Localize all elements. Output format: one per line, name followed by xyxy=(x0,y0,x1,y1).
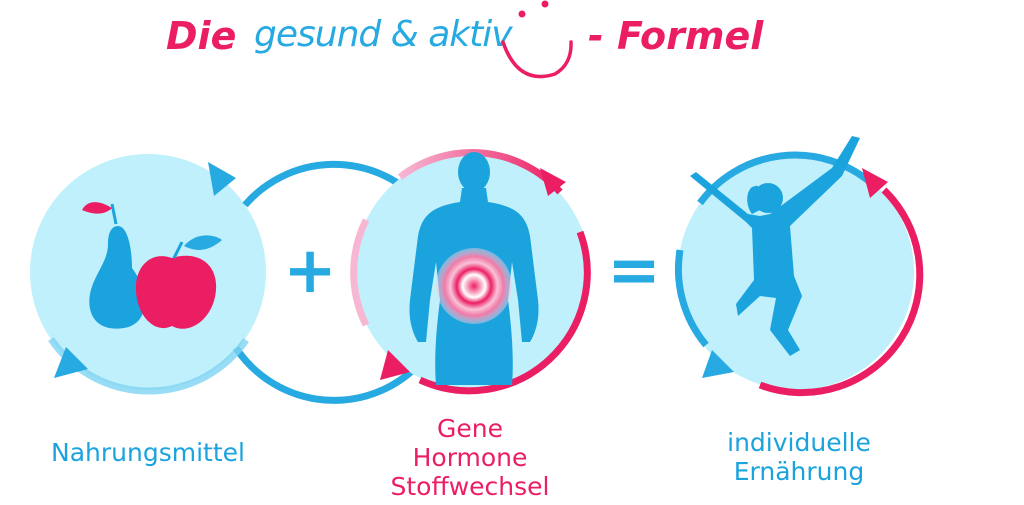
circle-gene-hormone xyxy=(350,149,591,395)
title-word-formel: - Formel xyxy=(588,14,764,58)
smiley-icon xyxy=(501,0,573,79)
caption-line: Ernährung xyxy=(733,457,865,486)
page-title: Die gesund & aktiv - Formel xyxy=(0,0,1024,95)
caption-gene-hormone-stoffwechsel: Gene Hormone Stoffwechsel xyxy=(340,414,600,501)
plus-operator: + xyxy=(283,234,337,308)
title-word-die: Die xyxy=(166,14,237,58)
caption-individuelle-ernaehrung: individuelle Ernährung xyxy=(664,428,934,486)
circle-nahrungsmittel xyxy=(30,154,456,404)
equals-operator: = xyxy=(607,234,661,308)
title-word-gesund-aktiv: gesund & aktiv xyxy=(254,14,513,55)
caption-line: Stoffwechsel xyxy=(390,472,550,501)
caption-line: Hormone xyxy=(412,443,528,472)
jumping-woman-icon xyxy=(690,136,860,356)
caption-line: individuelle xyxy=(727,428,871,457)
circle-individuelle-ernaehrung xyxy=(674,136,924,397)
caption-nahrungsmittel: Nahrungsmittel xyxy=(14,438,282,467)
pear-apple-icon xyxy=(82,202,222,329)
caption-line: Nahrungsmittel xyxy=(51,438,245,467)
human-body-icon xyxy=(409,152,539,385)
caption-line: Gene xyxy=(437,414,503,443)
